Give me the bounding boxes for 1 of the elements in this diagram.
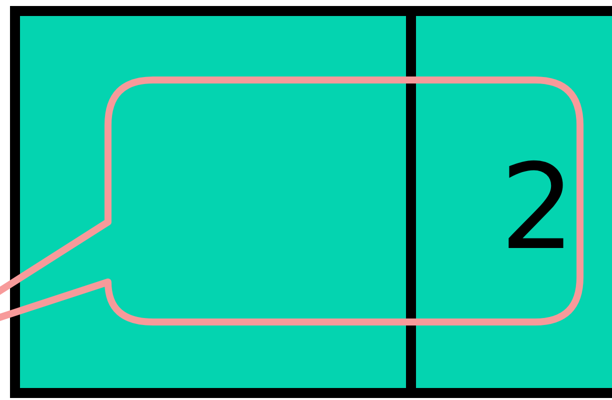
callout-number: 2 (500, 148, 565, 266)
